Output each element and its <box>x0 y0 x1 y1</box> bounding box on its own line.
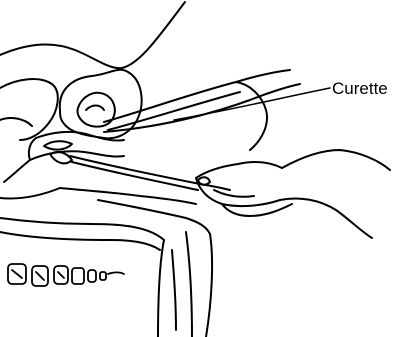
hand-finger-2 <box>214 190 254 197</box>
thigh-back <box>186 232 192 337</box>
outer-body-contour <box>0 2 185 68</box>
pelvic-inner-outline <box>0 118 32 126</box>
coccyx <box>108 273 124 275</box>
sacral-contour <box>0 232 160 250</box>
posterior-fornix <box>0 188 60 199</box>
spine <box>8 264 124 286</box>
pelvic-outline <box>0 79 58 140</box>
uterus-body <box>60 70 142 138</box>
vertebra-detail <box>12 270 64 280</box>
hand-nail <box>198 177 210 185</box>
vertebra <box>88 270 96 282</box>
cervix-lip <box>29 138 36 160</box>
vertebra <box>72 268 84 284</box>
uterus-inner-fold <box>86 106 104 111</box>
cervical-canal-upper <box>36 132 124 141</box>
curette-shaft-bottom <box>72 162 198 190</box>
leg-lower-contour <box>206 234 212 337</box>
cervix-inner-lip <box>44 141 72 149</box>
speculum-bottom-blade <box>98 200 210 234</box>
curette-label: Curette <box>332 80 388 97</box>
thigh-crease <box>172 250 176 330</box>
vertebra <box>100 272 106 280</box>
vaginal-wall-upper <box>4 160 30 182</box>
thigh-front <box>158 240 164 337</box>
hand-thumb <box>196 162 282 178</box>
vaginal-wall-lower <box>60 188 196 204</box>
hand-back <box>282 150 390 170</box>
